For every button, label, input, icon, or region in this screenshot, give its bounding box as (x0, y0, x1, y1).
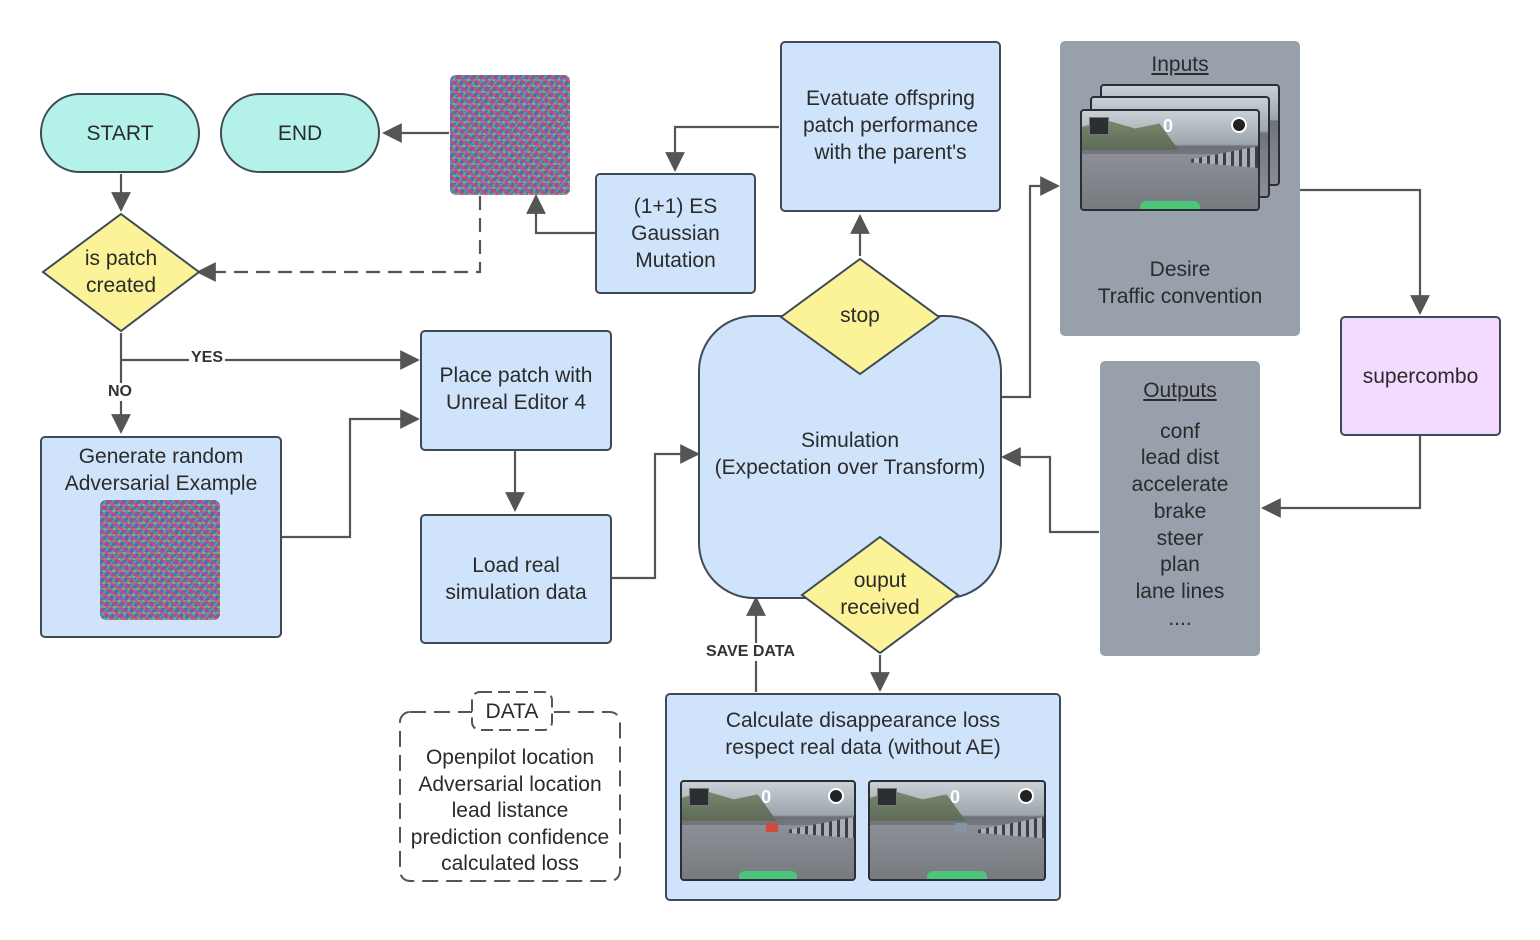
supercombo-node: supercombo (1340, 316, 1501, 436)
data-item: lead listance (451, 799, 569, 822)
es-mutation-node: (1+1) ES Gaussian Mutation (595, 173, 756, 294)
edge-label-no: NO (106, 383, 134, 401)
decision-is-patch-created: is patch created (61, 240, 181, 304)
decision-is-patch-created-shape (41, 212, 201, 333)
data-item: Openpilot location (425, 746, 595, 769)
screenshot-without-patch: 0 (868, 780, 1046, 881)
data-item: calculated loss (441, 852, 579, 875)
calc-line-2: respect real data (without AE) (725, 736, 1001, 759)
edge-supercombo-to-outputs (1261, 436, 1422, 518)
evaluate-line-2: patch performance (802, 114, 979, 137)
path-indicator (738, 871, 798, 879)
edge-sim-to-inputs (1001, 176, 1060, 399)
decision-stop-shape (779, 257, 941, 376)
load-line-1: Load real (472, 554, 560, 577)
load-real-data-node: Load real simulation data (420, 514, 612, 644)
outputs-item: conf (1160, 419, 1200, 443)
path-indicator (1140, 201, 1200, 209)
edge-outputs-to-sim (1001, 447, 1099, 534)
path-indicator (927, 871, 987, 879)
received-line-2: received (840, 596, 920, 619)
inputs-title: Inputs (1151, 53, 1209, 76)
outputs-item: lead dist (1140, 446, 1220, 470)
decision-output-received: ouput received (820, 565, 940, 623)
evaluate-line-3: with the parent's (814, 141, 967, 164)
speed-readout: 0 (950, 786, 961, 807)
lead-car (766, 822, 779, 832)
data-box-title: DATA (472, 693, 552, 729)
outputs-item: plan (1160, 553, 1200, 577)
evaluate-line-1: Evatuate offspring (806, 87, 975, 110)
edge-yes (119, 333, 420, 370)
start-node: START (40, 93, 200, 173)
data-box-title-shape (471, 691, 553, 731)
inputs-item-2: Traffic convention (1097, 285, 1263, 308)
calc-line-1: Calculate disappearance loss (725, 709, 1001, 732)
outputs-panel: Outputs conf lead dist accelerate brake … (1100, 361, 1260, 656)
max-speed-chip (688, 787, 709, 806)
input-frame-1: 0 (1080, 109, 1260, 211)
edge-load-to-sim (612, 444, 700, 580)
stop-label: stop (840, 303, 880, 327)
decision-output-received-shape (800, 535, 960, 655)
steering-wheel-icon (827, 787, 844, 804)
max-speed-chip (876, 787, 897, 806)
inputs-items: Desire Traffic convention (1060, 255, 1300, 311)
steering-wheel-icon (1231, 116, 1248, 133)
simulation-subtitle: (Expectation over Transform) (714, 456, 986, 479)
max-speed-chip (1089, 116, 1110, 135)
outputs-item: lane lines (1135, 579, 1225, 603)
lead-car (955, 822, 968, 832)
load-line-2: simulation data (445, 581, 587, 604)
data-item: Adversarial location (418, 772, 602, 796)
edge-mutation-to-patch (526, 194, 595, 235)
end-node: END (220, 93, 380, 173)
data-box-items: Openpilot location Adversarial location … (400, 745, 620, 880)
patch-image-top (450, 75, 570, 195)
evaluate-offspring-node: Evatuate offspring patch performance wit… (780, 41, 1001, 212)
decision-stop: stop (810, 300, 910, 330)
patch-image-generated (100, 500, 220, 620)
decision-line-2: created (85, 274, 157, 297)
received-line-1: ouput (853, 569, 907, 592)
es-line-2: Gaussian (631, 222, 720, 245)
start-label: START (86, 121, 154, 145)
inputs-item-1: Desire (1149, 258, 1211, 281)
steering-wheel-icon (1017, 787, 1034, 804)
speed-readout: 0 (1162, 115, 1173, 136)
es-line-3: Mutation (635, 249, 716, 272)
edge-patch-to-decision (196, 196, 482, 282)
end-label: END (277, 121, 323, 145)
edge-inputs-to-supercombo (1300, 188, 1430, 315)
place-line-1: Place patch with (439, 364, 593, 387)
place-patch-node: Place patch with Unreal Editor 4 (420, 330, 612, 451)
edge-label-yes: YES (189, 349, 226, 367)
supercombo-label: supercombo (1362, 364, 1479, 388)
decision-line-1: is patch (84, 247, 158, 270)
generate-line-1: Generate random (78, 445, 244, 468)
outputs-item: .... (1168, 606, 1192, 630)
data-item: prediction confidence (410, 825, 610, 849)
data-title-label: DATA (485, 699, 539, 723)
place-line-2: Unreal Editor 4 (445, 391, 587, 414)
screenshot-with-patch: 0 (680, 780, 856, 881)
edge-evaluate-to-mutation (665, 125, 779, 172)
outputs-item: brake (1153, 499, 1207, 523)
outputs-item: accelerate (1131, 473, 1229, 497)
simulation-title: Simulation (800, 429, 900, 452)
connectors (111, 123, 1430, 692)
edge-generate-to-place (282, 409, 420, 539)
generate-line-2: Adversarial Example (64, 472, 258, 495)
speed-readout: 0 (761, 786, 772, 807)
outputs-item: steer (1156, 526, 1204, 550)
edge-label-save-data: SAVE DATA (704, 643, 797, 661)
es-line-1: (1+1) ES (633, 195, 718, 218)
outputs-title: Outputs (1143, 379, 1217, 402)
simulation-node: Simulation (Expectation over Transform) (700, 425, 1000, 483)
